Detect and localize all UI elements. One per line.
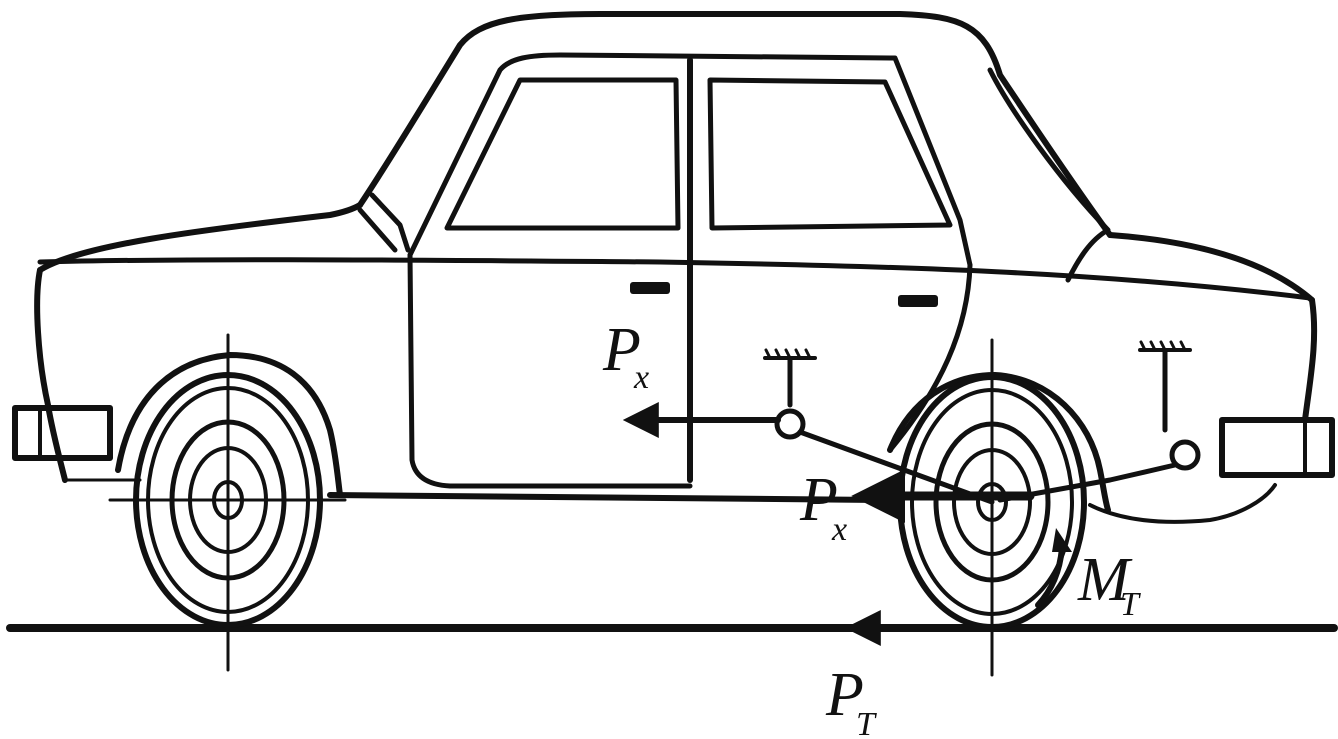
suspension-linkage [763,340,1201,505]
car-body [34,11,1318,524]
svg-text:M: M [1077,546,1133,614]
label-mt: M T [1077,546,1141,623]
rear-bumper [1219,417,1335,478]
label-px-body: P x [602,316,649,396]
label-px-wheel: P x [799,466,847,548]
svg-text:P: P [799,466,838,534]
svg-text:P: P [825,661,864,729]
svg-text:x: x [633,359,649,396]
mt-torque-arc [1035,528,1072,608]
svg-text:T: T [1120,586,1141,623]
svg-text:P: P [602,316,641,384]
svg-text:x: x [831,511,847,548]
label-pt: P T [825,661,877,739]
front-wheel [108,333,347,672]
svg-text:T: T [856,706,877,739]
front-bumper [12,405,113,461]
